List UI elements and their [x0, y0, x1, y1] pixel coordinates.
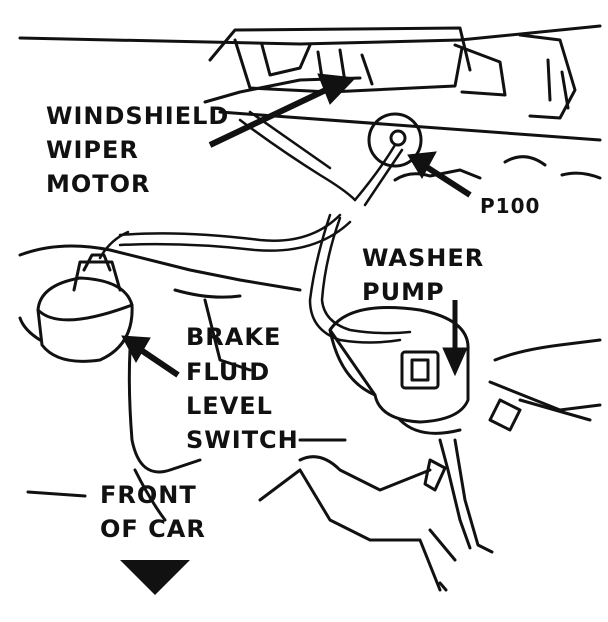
wiper-motor-pointer	[208, 85, 332, 148]
label-line-windshield: WINDSHIELD	[46, 102, 229, 130]
label-line-pump: PUMP	[362, 278, 445, 306]
label-line-of-car: OF CAR	[100, 515, 206, 543]
label-line-fluid: FLUID	[186, 358, 270, 386]
label-line-wiper: WIPER	[46, 136, 139, 164]
brake-switch-pointer	[136, 345, 180, 378]
label-p100: P100	[480, 194, 540, 218]
label-line-brake: BRAKE	[186, 323, 281, 351]
pointer-arrows	[121, 73, 472, 378]
wiring-harness	[98, 110, 412, 344]
label-washer-pump: WASHER PUMP	[362, 244, 484, 306]
label-line-motor: MOTOR	[46, 170, 151, 198]
label-line-level: LEVEL	[186, 392, 273, 420]
p100-pointer	[423, 163, 472, 198]
label-front-of-car: FRONT OF CAR	[100, 481, 206, 543]
arrow-down-icon	[120, 560, 190, 595]
label-line-washer: WASHER	[362, 244, 484, 272]
label-brake-fluid-level-switch: BRAKE FLUID LEVEL SWITCH	[186, 323, 299, 454]
engine-bay-line-art	[18, 24, 602, 592]
label-line-switch: SWITCH	[186, 426, 299, 454]
label-windshield-wiper-motor: WINDSHIELD WIPER MOTOR	[46, 102, 229, 198]
label-line-front: FRONT	[100, 481, 197, 509]
